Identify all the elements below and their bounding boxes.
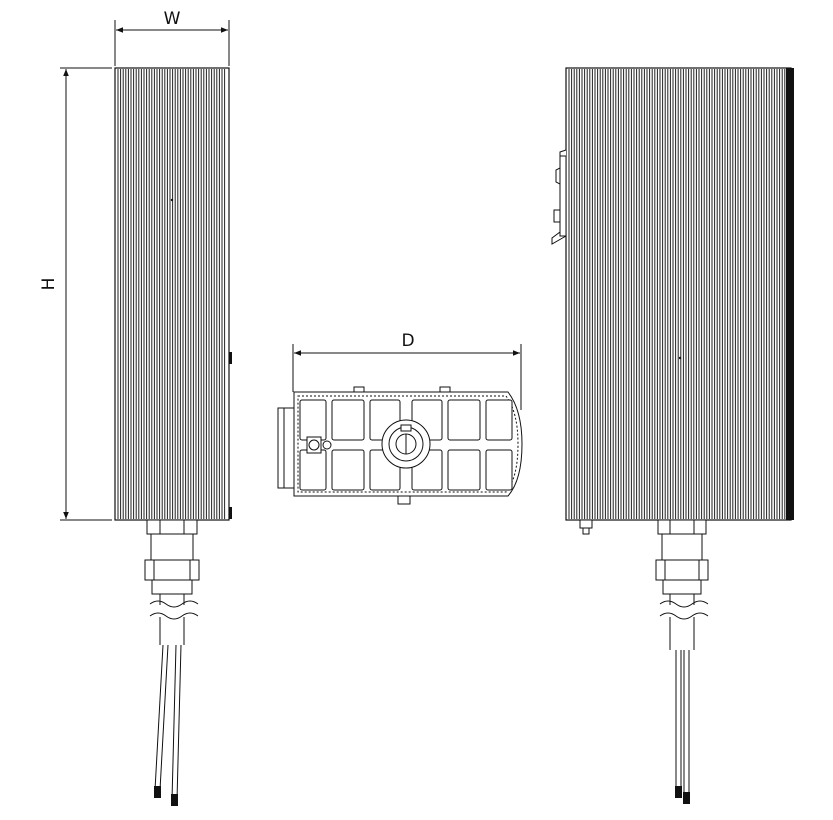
front-cable	[149, 594, 199, 801]
height-dimension	[60, 67, 112, 521]
side-cable	[659, 594, 709, 796]
thermostat-knob	[381, 419, 431, 469]
top-screw	[306, 436, 332, 454]
din-rail-clip	[277, 407, 297, 489]
front-view: W H	[39, 9, 232, 806]
top-fin-chambers	[299, 399, 513, 491]
side-cooling-fins	[568, 69, 786, 519]
height-label: H	[39, 278, 59, 291]
side-view	[551, 67, 794, 804]
width-dimension	[114, 20, 230, 66]
front-cable-gland	[144, 519, 200, 595]
top-view: D	[277, 331, 523, 505]
front-cooling-fins	[117, 69, 226, 519]
width-label: W	[164, 9, 181, 29]
depth-dimension	[292, 344, 522, 410]
depth-label: D	[401, 331, 414, 351]
side-din-clip	[551, 149, 567, 245]
side-cable-gland	[655, 519, 709, 595]
